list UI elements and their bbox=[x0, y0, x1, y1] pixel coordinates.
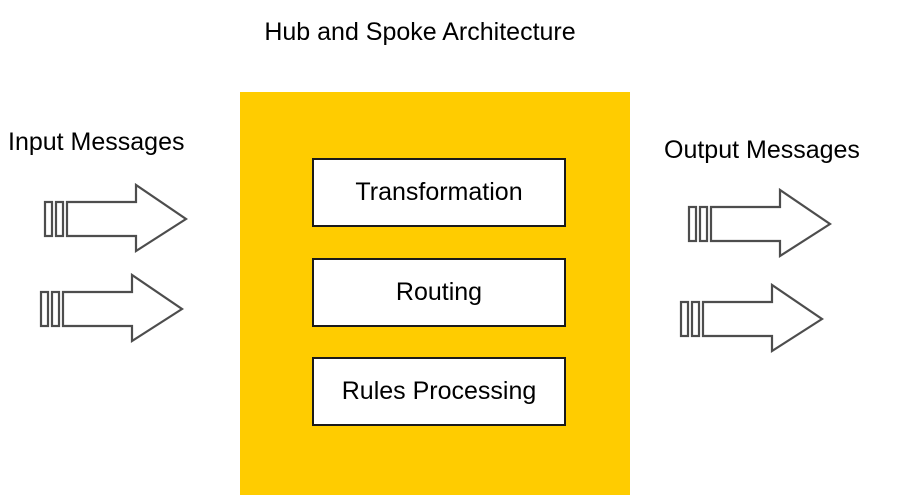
diagram-title: Hub and Spoke Architecture bbox=[264, 18, 576, 46]
output-messages-label: Output Messages bbox=[664, 136, 860, 164]
input-arrow-2 bbox=[38, 272, 188, 344]
hub-component-rules-processing: Rules Processing bbox=[312, 357, 566, 426]
input-arrow-1 bbox=[42, 182, 192, 254]
hub-component-transformation: Transformation bbox=[312, 158, 566, 227]
output-arrow-1 bbox=[686, 187, 836, 259]
hub-block: Transformation Routing Rules Processing bbox=[240, 92, 630, 495]
hub-component-routing: Routing bbox=[312, 258, 566, 327]
input-messages-label: Input Messages bbox=[8, 128, 185, 156]
output-arrow-2 bbox=[678, 282, 828, 354]
